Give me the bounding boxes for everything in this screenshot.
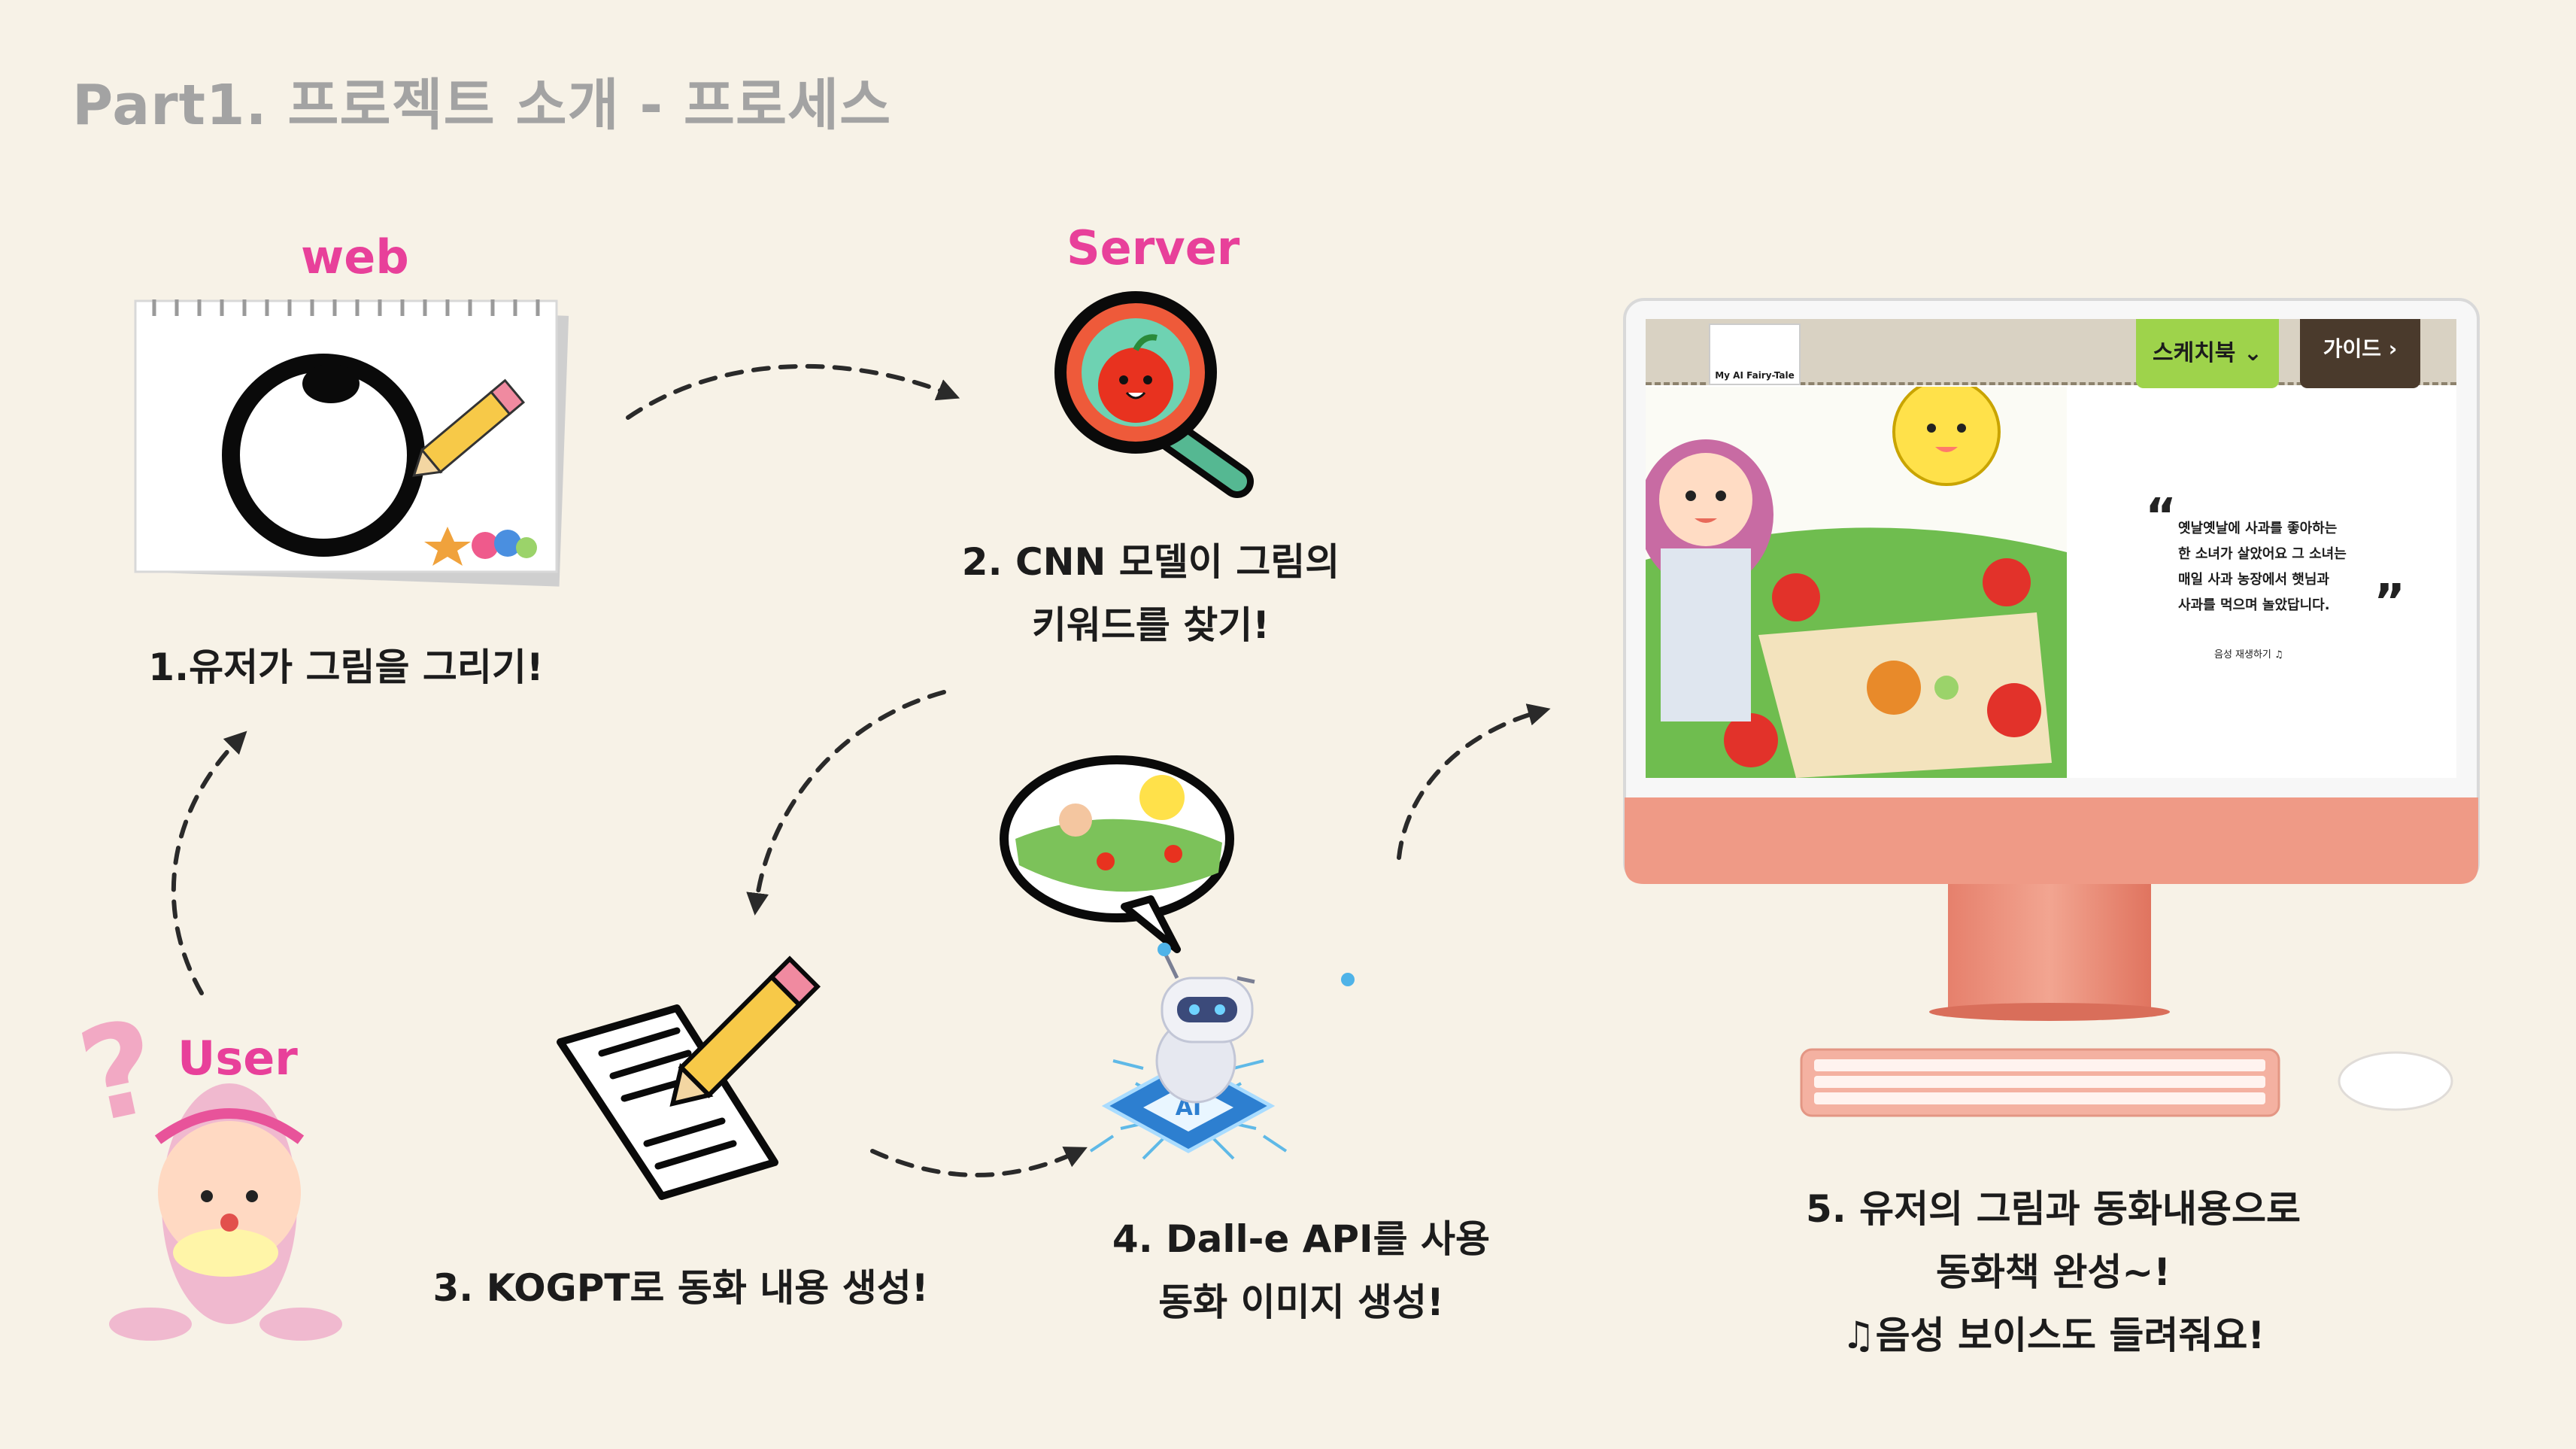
page-title: Part1. 프로젝트 소개 - 프로세스 — [72, 73, 892, 138]
tab-guide-label: 가이드 — [2323, 336, 2381, 361]
step-4-caption: 4. Dall-e API를 사용 동화 이미지 생성! — [1068, 1208, 1534, 1334]
svg-text:?: ? — [68, 992, 171, 1153]
step-4-line-1: 4. Dall-e API를 사용 — [1112, 1217, 1491, 1261]
close-quote-icon: ” — [2374, 575, 2406, 630]
story-illustration — [1646, 387, 2067, 778]
user-label: User — [177, 1031, 298, 1086]
chevron-right-icon: › — [2388, 336, 2398, 361]
open-quote-icon: “ — [2145, 489, 2177, 545]
chevron-down-icon: ⌄ — [2243, 340, 2262, 366]
sketchbook-icon — [134, 299, 569, 587]
story-text: 옛날옛날에 사과를 좋아하는 한 소녀가 살았어요 그 소녀는 매일 사과 농장… — [2178, 516, 2404, 618]
step-5-line-3: ♫음성 보이스도 들려줘요! — [1841, 1314, 2265, 1357]
story-line: 옛날옛날에 사과를 좋아하는 — [2178, 521, 2338, 536]
arrow-server-to-gpt — [746, 690, 946, 916]
tab-guide[interactable]: 가이드 › — [2300, 319, 2420, 388]
tab-sketchbook[interactable]: 스케치북 ⌄ — [2136, 319, 2279, 388]
step-4-line-2: 동화 이미지 생성! — [1158, 1280, 1444, 1324]
story-line: 매일 사과 농장에서 햇님과 — [2178, 572, 2329, 588]
app-logo-text: My AI Fairy-Tale — [1715, 370, 1795, 381]
web-label: web — [301, 229, 409, 284]
step-3-caption: 3. KOGPT로 동화 내용 생성! — [410, 1256, 951, 1320]
story-paper-icon — [557, 955, 821, 1200]
arrow-dalle-to-monitor — [1397, 703, 1551, 860]
step-2-line-2: 키워드를 찾기! — [1031, 603, 1270, 647]
app-logo[interactable]: My AI Fairy-Tale — [1709, 324, 1801, 385]
step-5-caption: 5. 유저의 그림과 동화내용으로 동화책 완성~! ♫음성 보이스도 들려줘요… — [1775, 1177, 2332, 1367]
step-3-line: 3. KOGPT로 동화 내용 생성! — [432, 1266, 929, 1310]
arrow-user-to-web — [171, 731, 247, 995]
step-2-line-1: 2. CNN 모델이 그림의 — [961, 540, 1340, 584]
step-5-line-2: 동화책 완성~! — [1935, 1250, 2171, 1294]
step-1-caption: 1.유저가 그림을 그리기! — [113, 636, 579, 699]
app-screen: My AI Fairy-Tale 스케치북 ⌄ 가이드 › “ ” 옛날옛날에 … — [1646, 319, 2456, 778]
arrow-web-to-server — [626, 363, 960, 420]
step-1-line: 1.유저가 그림을 그리기! — [148, 646, 544, 689]
tab-sketchbook-label: 스케치북 — [2153, 340, 2236, 366]
server-label: Server — [1067, 220, 1240, 275]
story-line: 사과를 먹으며 놀았답니다. — [2178, 597, 2330, 613]
ai-robot-chip-icon: AI — [1089, 943, 1355, 1160]
magnifier-apple-icon — [1054, 291, 1254, 498]
generated-image-bubble — [1000, 755, 1234, 953]
app-topbar: My AI Fairy-Tale 스케치북 ⌄ 가이드 › — [1646, 319, 2456, 388]
step-2-caption: 2. CNN 모델이 그림의 키워드를 찾기! — [925, 530, 1376, 657]
voice-play-button[interactable]: 음성 재생하기 ♫ — [2214, 649, 2283, 661]
arrow-gpt-to-dalle — [870, 1147, 1088, 1177]
story-line: 한 소녀가 살았어요 그 소녀는 — [2178, 546, 2347, 562]
step-5-line-1: 5. 유저의 그림과 동화내용으로 — [1805, 1187, 2301, 1231]
